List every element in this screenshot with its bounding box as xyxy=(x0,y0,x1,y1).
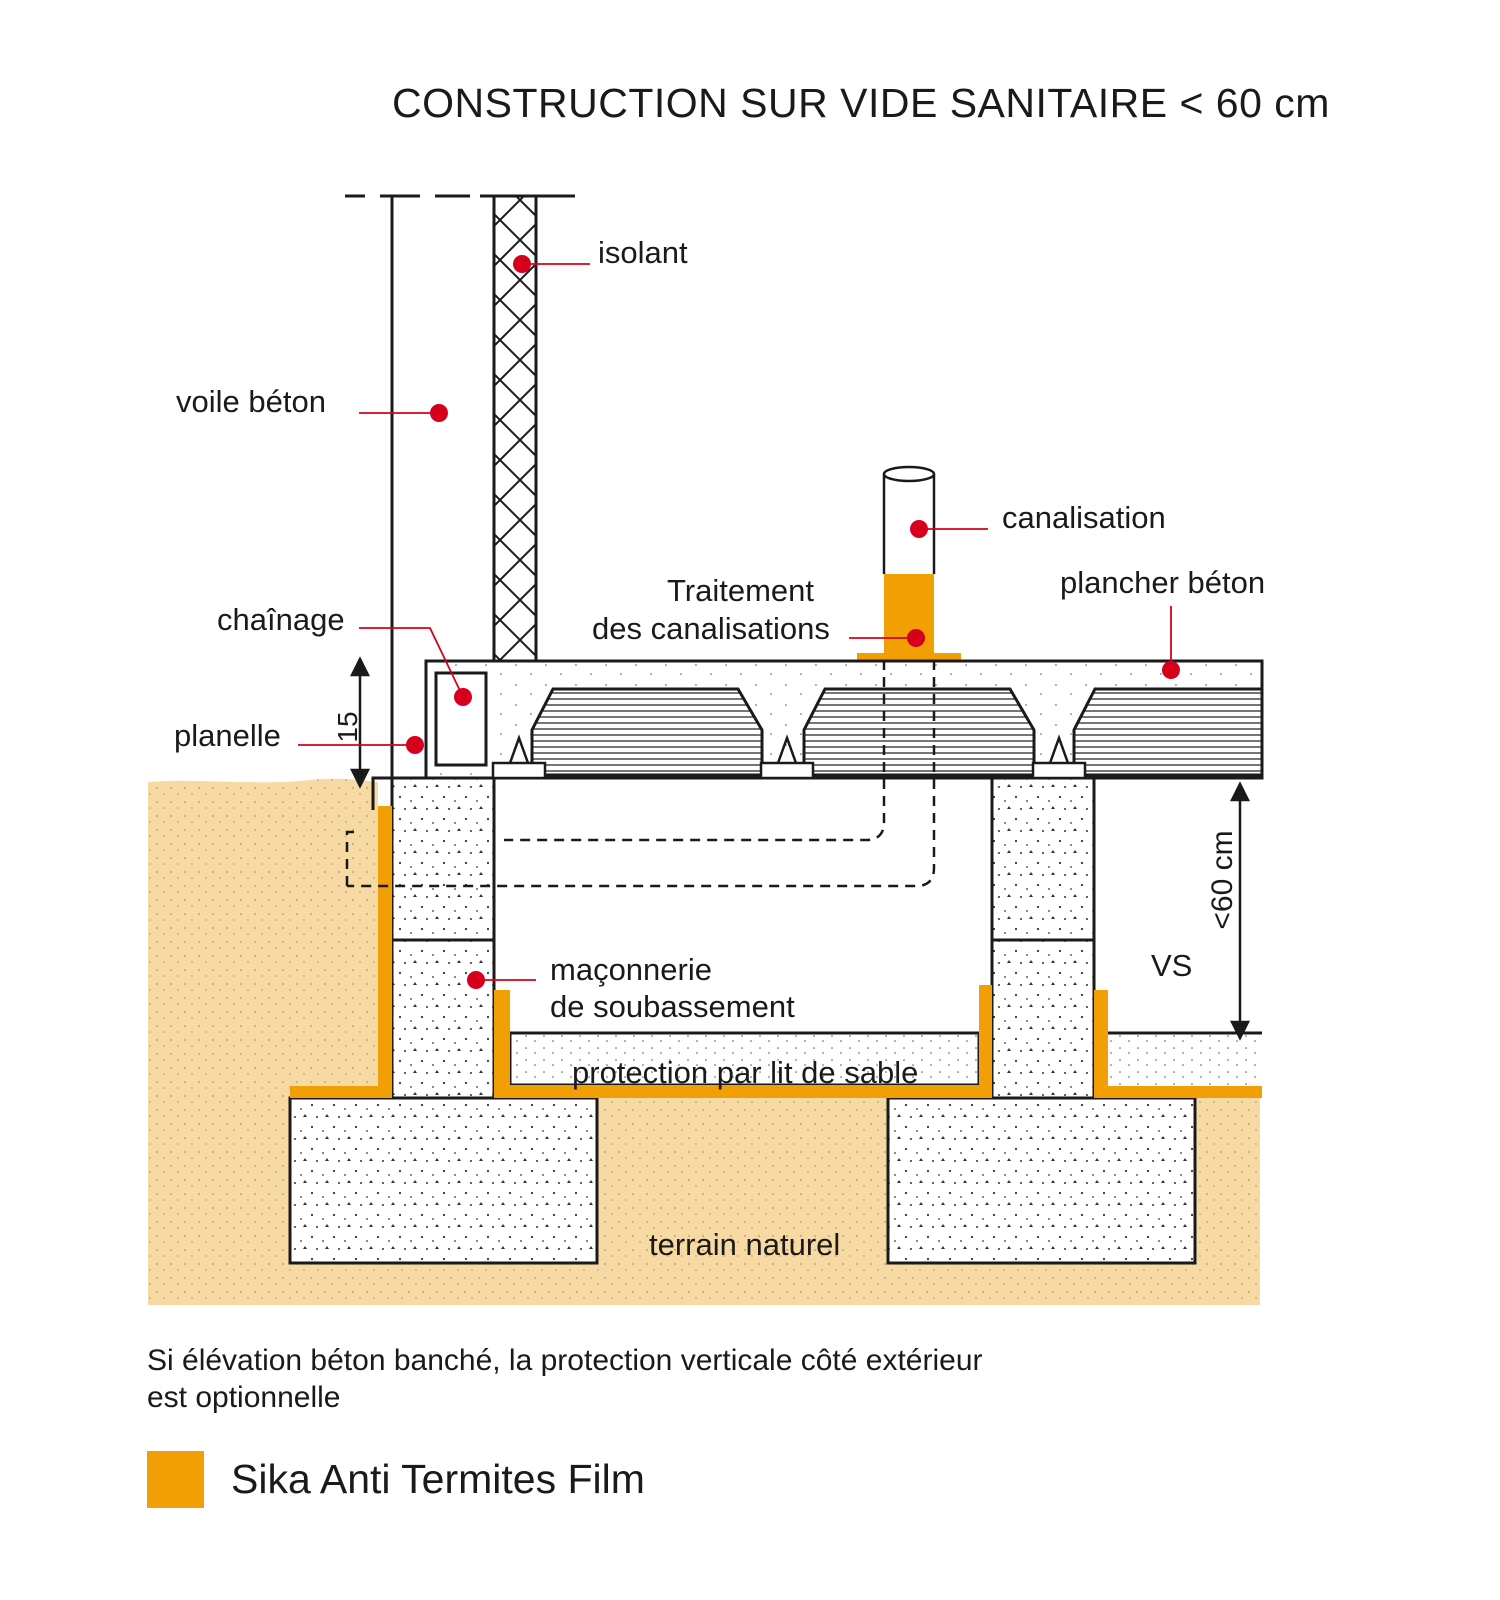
label-isolant: isolant xyxy=(598,235,688,270)
buried-pipe-dashed xyxy=(345,660,936,888)
right-masonry-upper xyxy=(990,776,1096,942)
label-traitement-line2: des canalisations xyxy=(592,611,830,646)
left-masonry-lower xyxy=(390,938,496,1100)
chainage xyxy=(434,671,488,767)
left-footing xyxy=(288,1096,599,1265)
leader-lines xyxy=(298,263,1172,981)
legend: Sika Anti Termites Film xyxy=(147,1450,645,1508)
label-maconnerie-line2: de soubassement xyxy=(550,989,795,1024)
legend-swatch xyxy=(147,1450,204,1508)
label-voile-beton: voile béton xyxy=(176,384,326,419)
diagram-title: CONSTRUCTION SUR VIDE SANITAIRE < 60 cm xyxy=(392,80,1330,126)
label-markers xyxy=(406,255,1180,989)
label-chainage: chaînage xyxy=(217,602,345,637)
dimension-15-label: 15 xyxy=(332,711,363,742)
left-masonry-upper xyxy=(390,776,496,942)
beam-supports xyxy=(491,734,1087,780)
legend-label: Sika Anti Termites Film xyxy=(231,1455,645,1502)
label-protection-sable: protection par lit de sable xyxy=(572,1055,919,1090)
label-traitement-line1: Traitement xyxy=(667,573,815,608)
right-footing xyxy=(886,1096,1197,1265)
right-masonry-lower xyxy=(990,938,1096,1100)
note-text: Si élévation béton banché, la protection… xyxy=(147,1342,983,1416)
label-planelle: planelle xyxy=(174,718,281,753)
sand-bed-right xyxy=(1107,1033,1262,1085)
label-terrain-naturel: terrain naturel xyxy=(649,1227,841,1262)
anti-termites-film xyxy=(290,574,1262,1098)
hourdis-blocks xyxy=(530,687,1264,777)
label-maconnerie-line1: maçonnerie xyxy=(550,952,712,987)
note-line-2: est optionnelle xyxy=(147,1381,341,1414)
dimension-15-arrow xyxy=(349,656,371,789)
label-plancher-beton: plancher béton xyxy=(1060,565,1266,600)
label-vs: VS xyxy=(1151,948,1193,983)
planelle xyxy=(371,776,392,810)
dimension-60-label: <60 cm xyxy=(1206,830,1239,929)
note-line-1: Si élévation béton banché, la protection… xyxy=(147,1344,983,1377)
dimension-60-arrow xyxy=(1229,781,1251,1041)
canalisation-pipe xyxy=(882,465,936,574)
label-canalisation: canalisation xyxy=(1002,500,1166,535)
